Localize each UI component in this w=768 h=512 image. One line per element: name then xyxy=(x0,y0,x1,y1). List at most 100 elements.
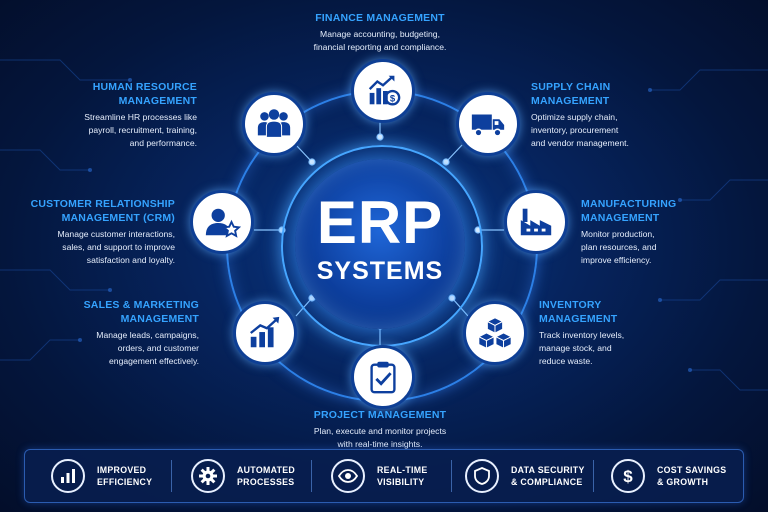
supply-chain-desc: Optimize supply chain, inventory, procur… xyxy=(531,111,706,150)
inventory-block: INVENTORY MANAGEMENT Track inventory lev… xyxy=(539,298,714,368)
sales-marketing-desc-line: Manage leads, campaigns, xyxy=(96,330,199,340)
inventory-node[interactable] xyxy=(463,301,527,365)
benefit-cost-savings: $ COST SAVINGS & GROWTH xyxy=(611,450,726,502)
manufacturing-desc-line: Monitor production, xyxy=(581,229,655,239)
benefit-label-line: COST SAVINGS xyxy=(657,465,727,475)
supply-chain-block: SUPPLY CHAIN MANAGEMENT Optimize supply … xyxy=(531,80,706,150)
core-subtitle: SYSTEMS xyxy=(316,257,444,285)
supply-chain-node[interactable] xyxy=(456,92,520,156)
benefit-label-line: AUTOMATED xyxy=(237,465,296,475)
supply-chain-desc-line: inventory, procurement xyxy=(531,125,619,135)
boxes-icon xyxy=(477,317,513,349)
benefit-label-line: DATA SECURITY xyxy=(511,465,585,475)
benefit-label: REAL-TIME VISIBILITY xyxy=(377,464,428,488)
project-desc-line: with real-time insights. xyxy=(337,439,423,449)
shield-icon-wrap xyxy=(465,459,499,493)
sales-marketing-block: SALES & MARKETING MANAGEMENT Manage lead… xyxy=(24,298,199,368)
inventory-title: INVENTORY MANAGEMENT xyxy=(539,298,714,326)
benefit-label-line: REAL-TIME xyxy=(377,465,428,475)
gear-icon-wrap xyxy=(191,459,225,493)
crm-block: CUSTOMER RELATIONSHIP MANAGEMENT (CRM) M… xyxy=(0,197,175,267)
hr-node[interactable] xyxy=(242,92,306,156)
factory-icon xyxy=(520,208,552,236)
bar-chart-icon xyxy=(61,469,75,483)
divider xyxy=(311,460,312,492)
finance-chart-dollar-icon: $ xyxy=(368,75,401,106)
project-desc: Plan, execute and monitor projects with … xyxy=(280,425,480,451)
benefit-label-line: & COMPLIANCE xyxy=(511,477,583,487)
svg-text:$: $ xyxy=(623,467,633,486)
hr-title-line: HUMAN RESOURCE xyxy=(92,81,197,93)
dollar-icon-wrap: $ xyxy=(611,459,645,493)
benefit-label: DATA SECURITY & COMPLIANCE xyxy=(511,464,585,488)
finance-title: FINANCE MANAGEMENT xyxy=(315,12,445,24)
crm-desc-line: sales, and support to improve xyxy=(62,242,175,252)
truck-icon xyxy=(471,114,505,137)
manufacturing-block: MANUFACTURING MANAGEMENT Monitor product… xyxy=(581,197,756,267)
supply-chain-desc-line: Optimize supply chain, xyxy=(531,112,618,122)
crm-desc: Manage customer interactions, sales, and… xyxy=(0,228,175,267)
crm-title-line: CUSTOMER RELATIONSHIP xyxy=(30,198,175,210)
project-node[interactable] xyxy=(351,345,415,409)
manufacturing-desc: Monitor production, plan resources, and … xyxy=(581,228,756,267)
crm-node[interactable] xyxy=(190,190,254,254)
benefit-label-line: EFFICIENCY xyxy=(97,477,153,487)
benefit-label: AUTOMATED PROCESSES xyxy=(237,464,295,488)
shield-icon xyxy=(474,467,490,485)
benefit-label: IMPROVED EFFICIENCY xyxy=(97,464,152,488)
inventory-title-line: INVENTORY xyxy=(539,299,602,311)
supply-chain-desc-line: and vendor management. xyxy=(531,138,629,148)
finance-desc-line: financial reporting and compliance. xyxy=(313,42,447,52)
people-group-icon xyxy=(257,109,291,138)
sales-marketing-desc-line: engagement effectively. xyxy=(109,356,199,366)
sales-marketing-node[interactable] xyxy=(233,301,297,365)
erp-core: ERP SYSTEMS xyxy=(295,159,465,329)
divider xyxy=(451,460,452,492)
crm-desc-line: satisfaction and loyalty. xyxy=(86,255,175,265)
hr-desc-line: Streamline HR processes like xyxy=(84,112,197,122)
inventory-desc-line: Track inventory levels, xyxy=(539,330,625,340)
clipboard-check-icon xyxy=(370,361,396,394)
crm-title-line: MANAGEMENT (CRM) xyxy=(61,212,175,224)
supply-chain-title: SUPPLY CHAIN MANAGEMENT xyxy=(531,80,706,108)
manufacturing-title-line: MANAGEMENT xyxy=(581,212,660,224)
supply-chain-title-line: SUPPLY CHAIN xyxy=(531,81,611,93)
benefit-real-time-visibility: REAL-TIME VISIBILITY xyxy=(331,450,428,502)
crm-title: CUSTOMER RELATIONSHIP MANAGEMENT (CRM) xyxy=(0,197,175,225)
manufacturing-title: MANUFACTURING MANAGEMENT xyxy=(581,197,756,225)
sales-marketing-desc-line: orders, and customer xyxy=(117,343,199,353)
inventory-desc-line: manage stock, and xyxy=(539,343,612,353)
hr-block: HUMAN RESOURCE MANAGEMENT Streamline HR … xyxy=(22,80,197,150)
sales-marketing-title-line: SALES & MARKETING xyxy=(83,299,199,311)
manufacturing-desc-line: improve efficiency. xyxy=(581,255,652,265)
bar-chart-icon-wrap xyxy=(51,459,85,493)
finance-desc: Manage accounting, budgeting, financial … xyxy=(280,28,480,54)
supply-chain-title-line: MANAGEMENT xyxy=(531,95,610,107)
finance-node[interactable]: $ xyxy=(351,59,415,123)
finance-block: FINANCE MANAGEMENT Manage accounting, bu… xyxy=(280,11,480,54)
user-star-icon xyxy=(205,208,241,238)
divider xyxy=(593,460,594,492)
project-block: PROJECT MANAGEMENT Plan, execute and mon… xyxy=(280,408,480,451)
sales-marketing-title-line: MANAGEMENT xyxy=(120,313,199,325)
finance-desc-line: Manage accounting, budgeting, xyxy=(320,29,440,39)
dollar-icon: $ xyxy=(623,467,633,486)
manufacturing-node[interactable] xyxy=(504,190,568,254)
benefit-label: COST SAVINGS & GROWTH xyxy=(657,464,726,488)
hr-desc: Streamline HR processes like payroll, re… xyxy=(22,111,197,150)
inventory-desc-line: reduce waste. xyxy=(539,356,593,366)
svg-text:$: $ xyxy=(390,93,396,104)
benefit-label-line: PROCESSES xyxy=(237,477,295,487)
project-title: PROJECT MANAGEMENT xyxy=(313,409,447,421)
core-title: ERP xyxy=(316,189,444,256)
hr-title: HUMAN RESOURCE MANAGEMENT xyxy=(22,80,197,108)
hr-desc-line: and performance. xyxy=(129,138,197,148)
manufacturing-desc-line: plan resources, and xyxy=(581,242,657,252)
manufacturing-title-line: MANUFACTURING xyxy=(581,198,677,210)
sales-marketing-desc: Manage leads, campaigns, orders, and cus… xyxy=(24,329,199,368)
inventory-desc: Track inventory levels, manage stock, an… xyxy=(539,329,714,368)
benefits-bar: IMPROVED EFFICIENCY xyxy=(24,449,744,503)
benefit-label-line: VISIBILITY xyxy=(377,477,425,487)
divider xyxy=(171,460,172,492)
